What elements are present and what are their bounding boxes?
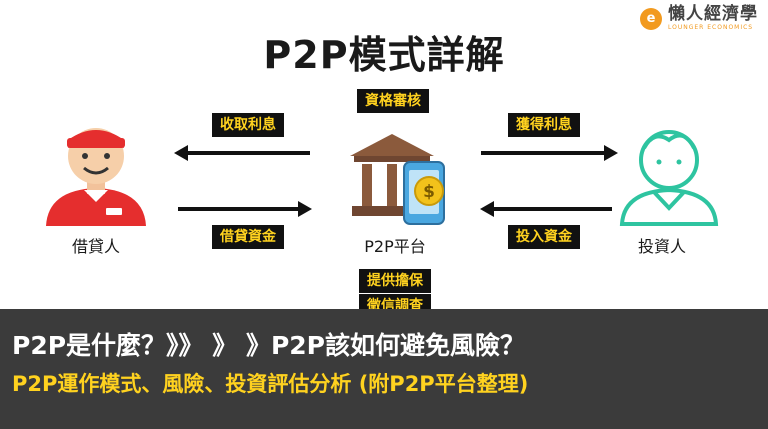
arrow-platform-to-investor [481,145,618,161]
logo-subtext: LOUNGER ECONOMICS [668,24,754,31]
dollar-coin-icon: $ [414,176,444,206]
svg-text:$: $ [423,182,435,202]
tag-collect-interest: 收取利息 [212,113,284,137]
arrow-borrower-to-platform [178,201,312,217]
label-borrower: 借貸人 [71,237,120,256]
tag-lend-funds: 借貸資金 [212,225,284,249]
label-investor: 投資人 [637,237,686,256]
page-title: P2P模式詳解 [263,33,505,77]
bottom-banner [0,309,768,429]
banner-headline[interactable]: P2P是什麼？》》 》 》P2P該如何避免風險？ [12,331,525,360]
banner-subheadline[interactable]: P2P運作模式、風險、投資評估分析 (附P2P平台整理) [12,372,529,396]
logo-icon: e [640,7,662,30]
tag-invest-funds: 投入資金 [508,225,580,249]
tag-credit-review: 資格審核 [357,89,429,113]
logo-text: 懶人經濟學 [668,4,758,24]
brand-logo[interactable]: e 懶人經濟學 LOUNGER ECONOMICS [640,6,758,31]
investor-icon [619,130,719,226]
arrow-investor-to-platform [480,201,612,217]
tag-earn-interest: 獲得利息 [508,113,580,137]
tag-guarantee: 提供擔保 [359,269,431,293]
label-platform: P2P平台 [364,237,426,256]
arrow-platform-to-borrower [174,145,310,161]
borrower-icon [46,128,146,226]
